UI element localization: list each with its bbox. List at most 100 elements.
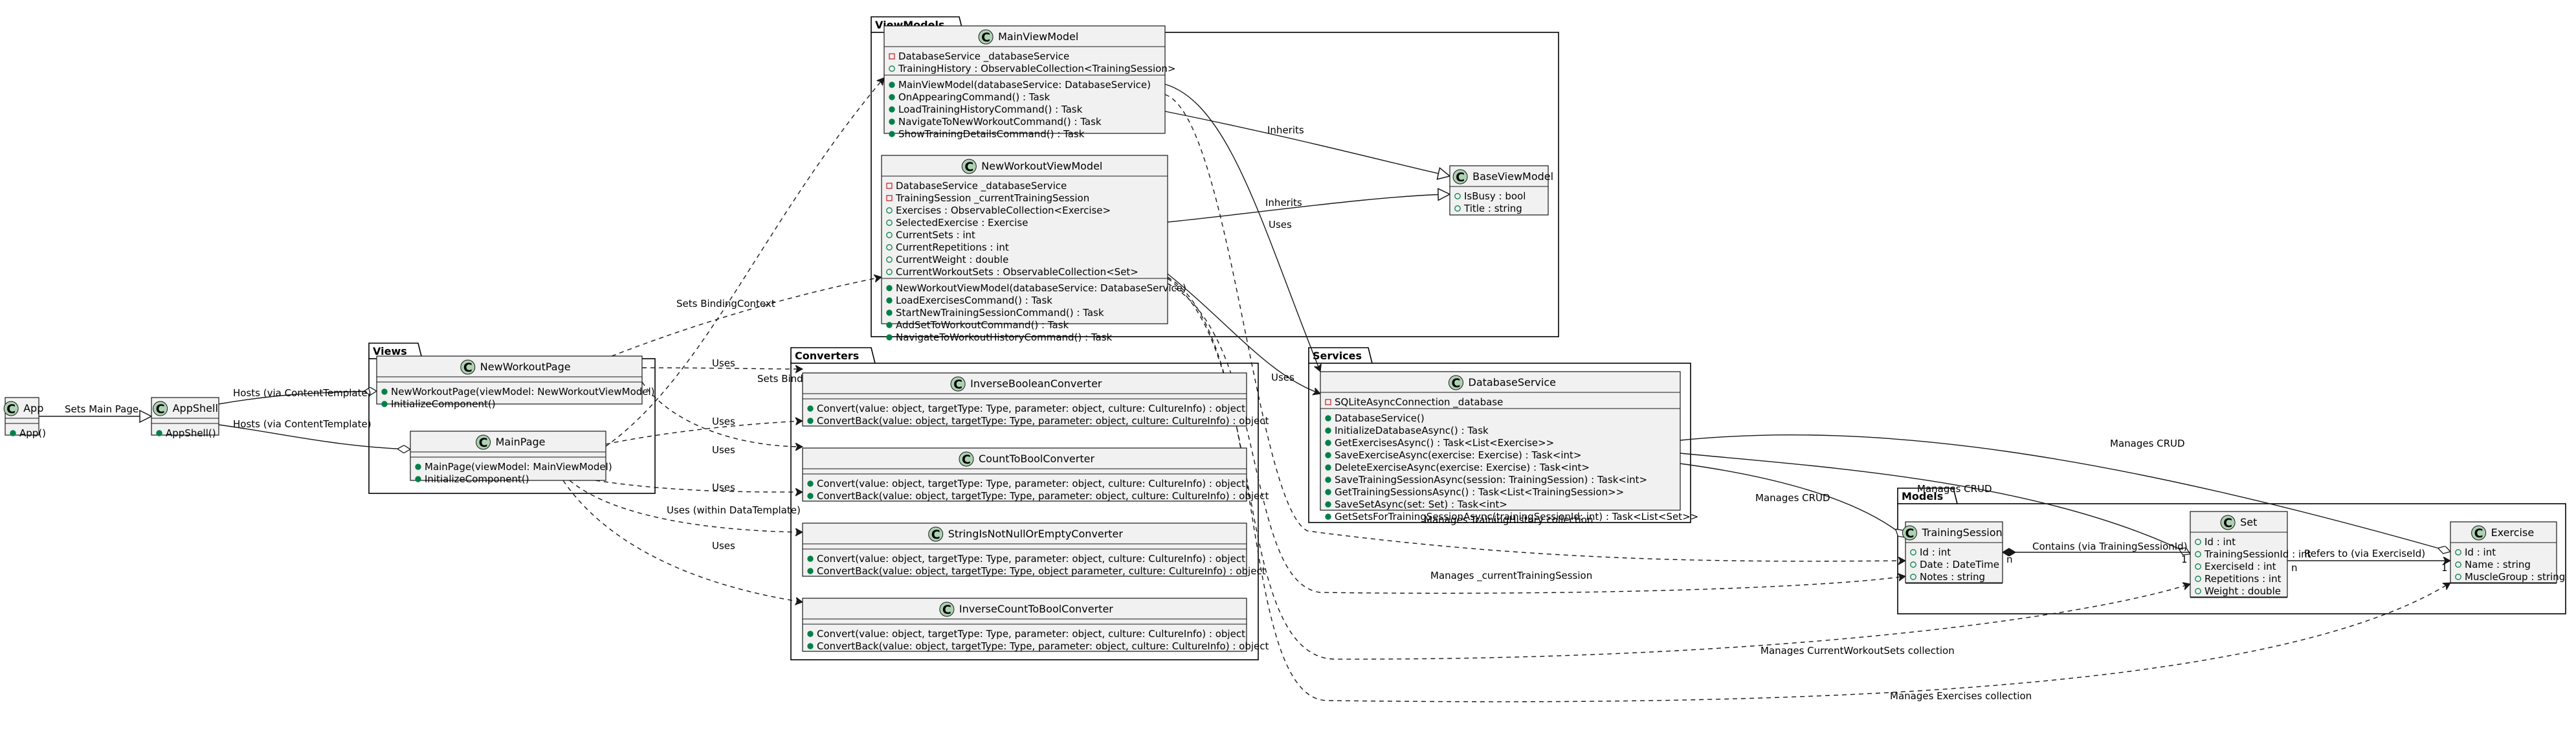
class-field: Weight : double [2204, 585, 2281, 597]
class-stereotype-icon: C [153, 401, 168, 416]
private-field-icon [886, 195, 893, 201]
class-string-is-not-null-or-empty-converter[interactable]: C StringIsNotNullOrEmptyConverterConvert(… [802, 523, 1266, 577]
public-method-icon [1325, 489, 1331, 495]
class-field: Id : int [2465, 546, 2496, 558]
public-method-icon [807, 418, 814, 424]
class-field: Exercises : ObservableCollection<Exercis… [896, 205, 1111, 216]
relation-label: Manages TrainingHistory collection [1424, 514, 1593, 526]
class-field: Repetitions : int [2204, 573, 2282, 585]
relation-training-session-to-set: Contains (via TrainingSessionId) 1 n [2003, 541, 2190, 565]
package-models: Models [1897, 488, 2566, 614]
class-field: CurrentSets : int [896, 229, 975, 241]
public-field-icon [1910, 574, 1916, 580]
svg-text:C: C [1905, 526, 1915, 541]
public-field-icon [2195, 563, 2201, 570]
relation-new-workout-page-to-new-workout-view-model: Sets BindingContext [611, 277, 882, 357]
public-method-icon [1325, 452, 1331, 458]
class-method: NavigateToNewWorkoutCommand() : Task [898, 116, 1102, 128]
public-method-icon [807, 556, 814, 562]
public-method-icon [381, 401, 388, 407]
class-method: Convert(value: object, targetType: Type,… [817, 403, 1245, 414]
private-field-icon [1325, 399, 1331, 405]
public-method-icon [886, 334, 893, 341]
class-stereotype-icon: C [978, 29, 994, 45]
class-name: InverseBooleanConverter [970, 377, 1102, 390]
class-method: NewWorkoutViewModel(databaseService: Dat… [896, 282, 1186, 294]
relation-new-workout-page-to-count-to-bool-converter: Uses [641, 381, 803, 456]
multiplicity-label: 1 [2181, 554, 2188, 565]
public-method-icon [415, 476, 421, 482]
class-method: GetExercisesAsync() : Task<List<Exercise… [1335, 437, 1554, 449]
class-field: Name : string [2465, 559, 2531, 570]
public-method-icon [807, 405, 814, 412]
svg-text:C: C [2223, 516, 2232, 530]
public-method-icon [886, 285, 893, 291]
relation-label: Uses [712, 444, 735, 456]
relation-new-workout-page-to-inverse-boolean-converter: Uses [641, 357, 803, 369]
class-field: TrainingHistory : ObservableCollection<T… [898, 63, 1175, 74]
class-stereotype-icon: C [928, 526, 944, 542]
relation-label: Manages CRUD [2110, 438, 2185, 449]
class-method: ConvertBack(value: object, targetType: T… [817, 490, 1269, 502]
class-stereotype-icon: C [950, 376, 966, 392]
class-name: AppShell [173, 402, 218, 414]
public-method-icon [415, 464, 421, 470]
class-field: Date : DateTime [1920, 559, 1999, 570]
relation-new-workout-view-model-to-exercise: Manages Exercises collection [1167, 276, 2450, 702]
class-name: MainViewModel [998, 30, 1078, 43]
public-field-icon [1910, 561, 1916, 568]
relation-database-service-to-set: Manages CRUD [1680, 453, 2190, 554]
package-title: Models [1902, 490, 1943, 502]
class-name: NewWorkoutPage [480, 361, 571, 373]
public-method-icon [1325, 440, 1331, 446]
class-method: App() [19, 427, 46, 439]
relation-label: Contains (via TrainingSessionId) [2032, 541, 2188, 552]
public-field-icon [2455, 561, 2461, 568]
relation-label: Manages CurrentWorkoutSets collection [1760, 645, 1955, 657]
class-stereotype-icon: C [476, 434, 491, 450]
package-title: Views [373, 345, 407, 357]
class-stereotype-icon: C [959, 451, 974, 467]
class-method: InitializeComponent() [391, 398, 496, 410]
public-field-icon [2195, 588, 2201, 594]
svg-text:C: C [2474, 526, 2483, 541]
class-name: CountToBoolConverter [979, 453, 1094, 465]
relation-label: Uses (within DataTemplate) [667, 504, 801, 516]
public-field-icon [886, 219, 893, 226]
class-field: SelectedExercise : Exercise [896, 217, 1028, 229]
class-name: StringIsNotNullOrEmptyConverter [948, 528, 1124, 540]
public-method-icon [1325, 477, 1331, 483]
class-field: TrainingSessionId : int [2204, 548, 2311, 560]
public-method-icon [807, 643, 814, 649]
public-field-icon [2455, 549, 2461, 556]
public-field-icon [2195, 551, 2201, 557]
class-method: StartNewTrainingSessionCommand() : Task [896, 307, 1104, 319]
multiplicity-label: n [2006, 554, 2013, 565]
class-box [1905, 521, 2003, 583]
class-method: Convert(value: object, targetType: Type,… [817, 628, 1245, 640]
class-method: Convert(value: object, targetType: Type,… [817, 553, 1245, 565]
class-method: MainPage(viewModel: MainViewModel) [425, 461, 612, 473]
class-name: BaseViewModel [1472, 170, 1553, 183]
relation-label: Manages CRUD [1917, 483, 1992, 495]
class-field: IsBusy : bool [1464, 190, 1526, 202]
relation-main-view-model-to-base-view-model: Inherits [1164, 111, 1450, 176]
relation-label: Manages _currentTrainingSession [1430, 570, 1592, 582]
class-stereotype-icon: C [1902, 525, 1917, 541]
class-name: DatabaseService [1469, 376, 1556, 388]
public-method-icon [1325, 501, 1331, 508]
